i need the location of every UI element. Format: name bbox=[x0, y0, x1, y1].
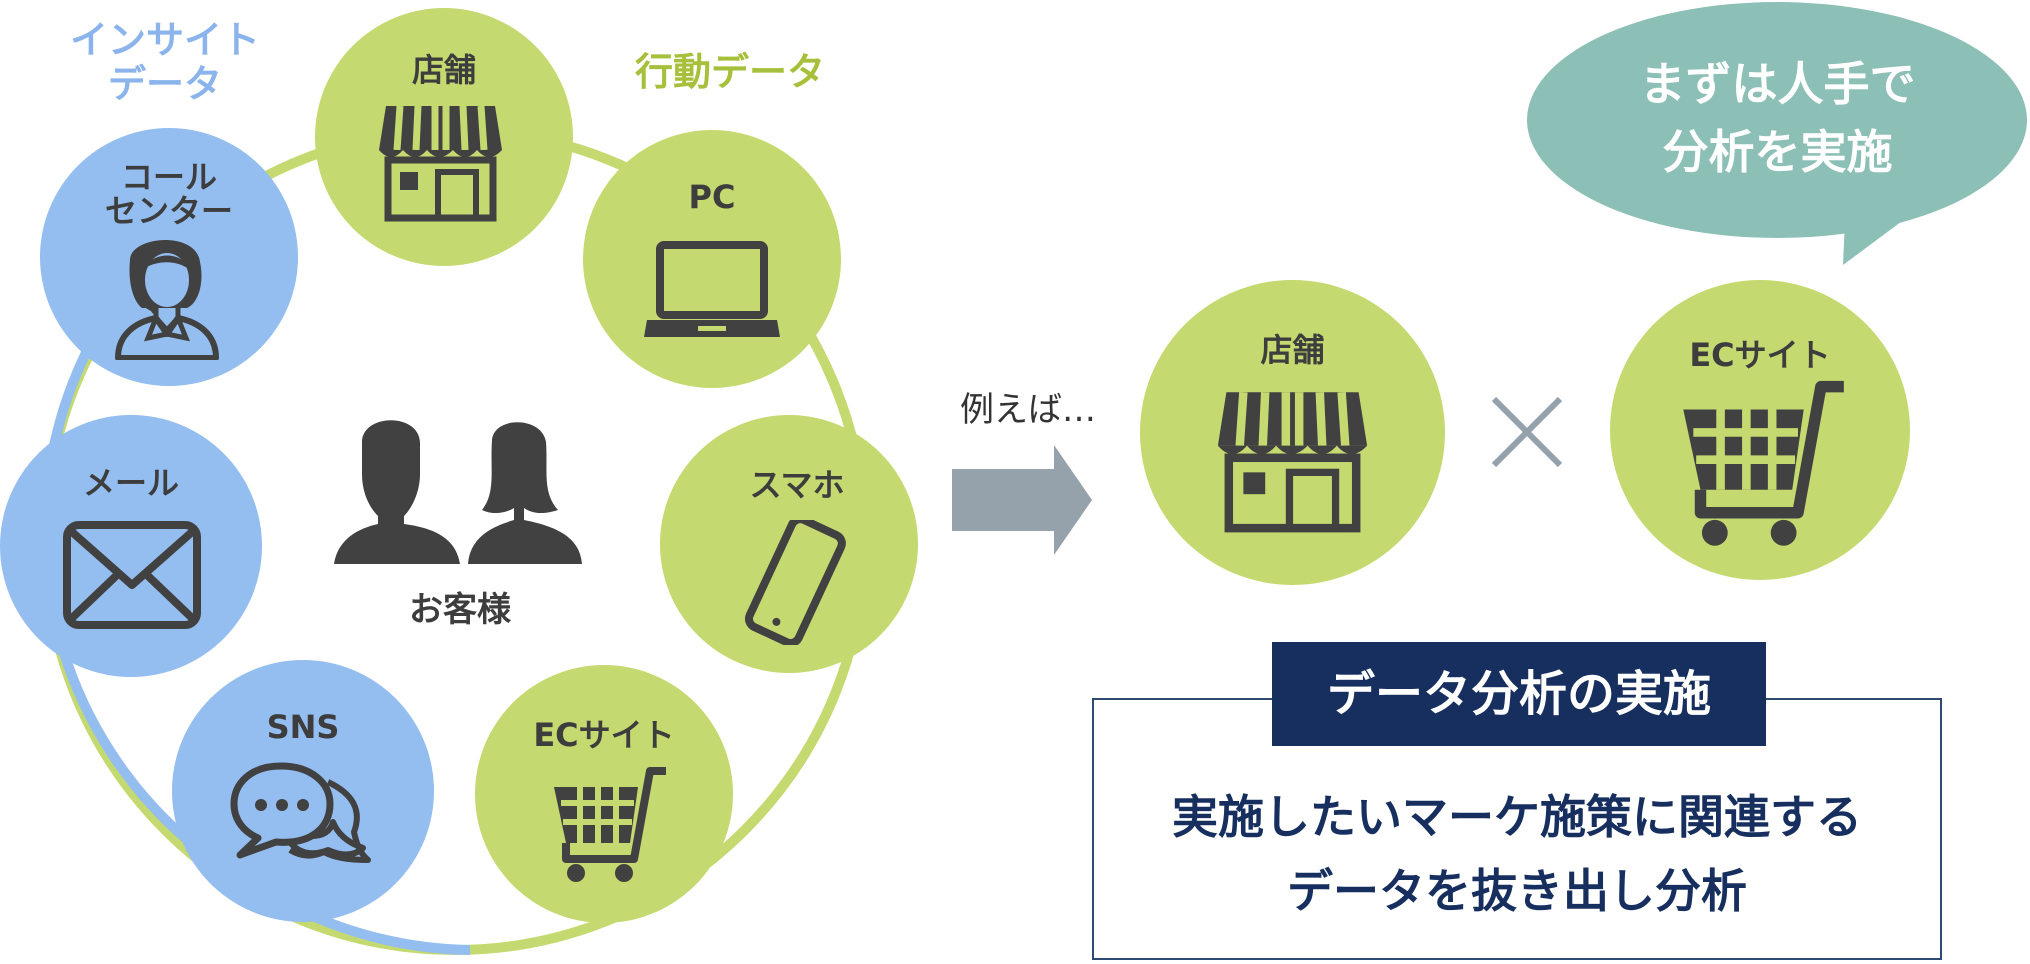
node-pc-label: PC bbox=[688, 178, 736, 216]
example-ec-site-label: ECサイト bbox=[1689, 336, 1831, 374]
node-store-label: 店舗 bbox=[411, 51, 476, 89]
right-arrow-icon bbox=[952, 445, 1092, 555]
store-icon bbox=[379, 105, 502, 222]
node-mail-label: メール bbox=[82, 464, 179, 502]
node-smartphone bbox=[660, 415, 918, 673]
speech-bubble bbox=[1527, 2, 2027, 265]
shopping-cart-icon bbox=[1683, 380, 1844, 546]
laptop-icon bbox=[644, 241, 780, 337]
insight-data-label: インサイト データ bbox=[69, 18, 260, 106]
node-call-center-label: コール センター bbox=[104, 158, 233, 230]
example-label: 例えば… bbox=[960, 390, 1096, 430]
behavior-data-label: 行動データ bbox=[634, 50, 825, 94]
operator-icon bbox=[115, 239, 219, 360]
smartphone-icon bbox=[744, 520, 846, 645]
times-icon bbox=[1491, 396, 1563, 468]
node-pc bbox=[583, 130, 841, 388]
speech-bubble-text: まずは人手で 分析を実施 bbox=[1639, 57, 1916, 179]
customers-label: お客様 bbox=[409, 590, 511, 630]
chat-bubbles-icon bbox=[230, 762, 371, 863]
node-ec-site-label: ECサイト bbox=[533, 716, 675, 754]
analysis-box-body: 実施したいマーケ施策に関連する データを抜き出し分析 bbox=[1172, 790, 1862, 918]
customers-icon bbox=[334, 420, 582, 564]
example-store-label: 店舗 bbox=[1260, 331, 1325, 369]
node-mail bbox=[0, 415, 262, 677]
store-icon bbox=[1217, 391, 1368, 533]
analysis-box-title: データ分析の実施 bbox=[1272, 642, 1766, 746]
node-smartphone-label: スマホ bbox=[749, 466, 845, 504]
node-sns-label: SNS bbox=[266, 708, 340, 746]
envelope-icon bbox=[63, 521, 201, 629]
shopping-cart-icon bbox=[554, 767, 666, 882]
